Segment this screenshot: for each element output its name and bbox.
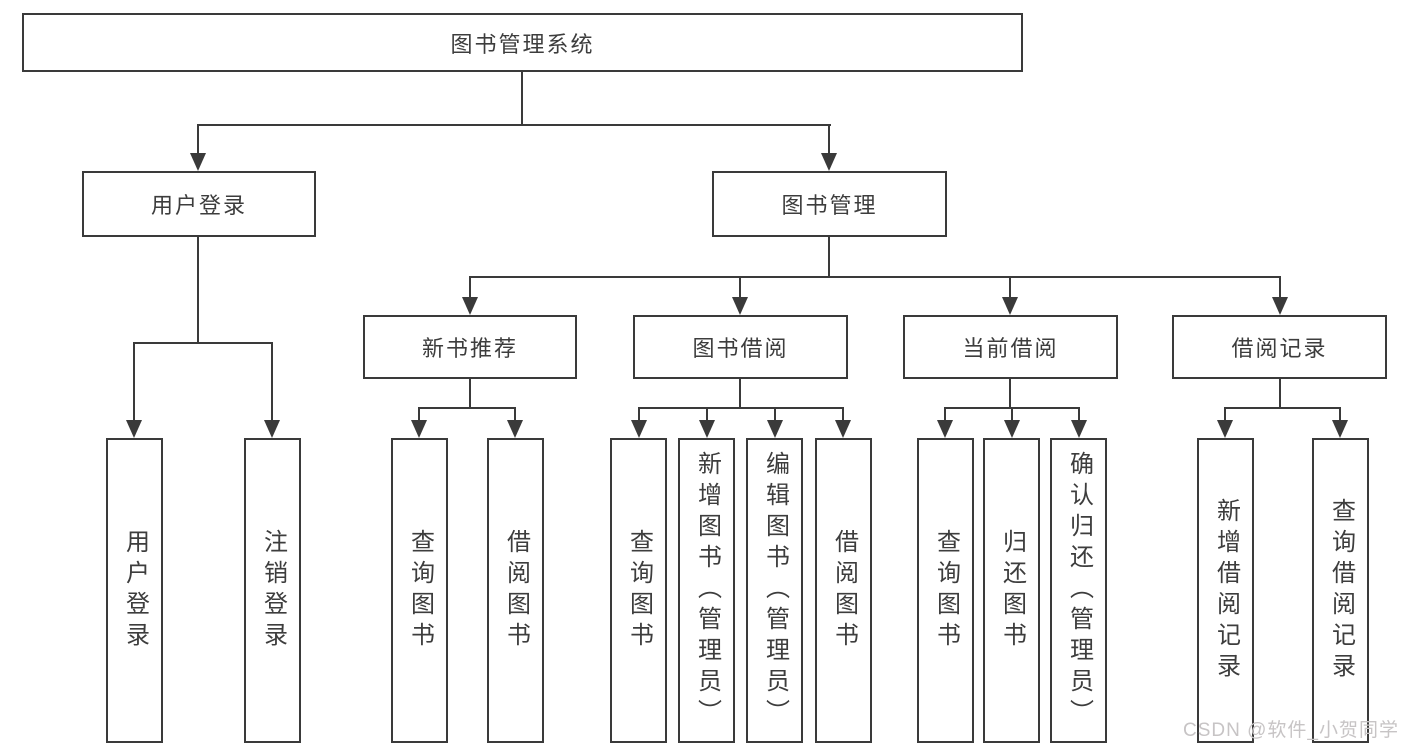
leaf-borrow-books-recommend-label: 借阅图书 bbox=[502, 528, 530, 653]
connector-drop-leaf bbox=[418, 407, 420, 420]
leaf-borrow-books-recommend: 借阅图书 bbox=[487, 438, 544, 743]
connector-recommend-branch bbox=[418, 407, 516, 409]
arrowhead-down-icon bbox=[699, 420, 715, 438]
node-library-system-label: 图书管理系统 bbox=[450, 31, 595, 57]
connector-drop-leaf bbox=[133, 342, 135, 420]
node-user-login-label: 用户登录 bbox=[150, 193, 247, 218]
node-book-management-label: 图书管理 bbox=[781, 193, 878, 218]
leaf-query-books-borrow-label: 查询图书 bbox=[625, 528, 653, 653]
arrowhead-down-icon bbox=[767, 420, 783, 438]
arrowhead-down-icon bbox=[1272, 297, 1288, 315]
connector-drop-book-mgmt bbox=[828, 124, 830, 155]
connector-drop-level3 bbox=[469, 276, 471, 297]
node-current-borrowing: 当前借阅 bbox=[903, 315, 1118, 379]
connector-login-branch bbox=[133, 342, 273, 344]
connector-recommend-stem bbox=[469, 379, 471, 407]
connector-current-stem bbox=[1009, 379, 1011, 407]
connector-drop-leaf bbox=[514, 407, 516, 420]
leaf-confirm-return-admin-label: 确认归还（管理员） bbox=[1065, 451, 1093, 730]
leaf-add-book-admin: 新增图书（管理员） bbox=[678, 438, 735, 743]
arrowhead-down-icon bbox=[1071, 420, 1087, 438]
node-borrowing-records-label: 借阅记录 bbox=[1231, 336, 1328, 361]
leaf-query-books-current: 查询图书 bbox=[917, 438, 974, 743]
connector-records-branch bbox=[1224, 407, 1341, 409]
leaf-query-books-current-label: 查询图书 bbox=[932, 528, 960, 653]
node-current-borrowing-label: 当前借阅 bbox=[962, 336, 1059, 361]
node-borrowing-records: 借阅记录 bbox=[1172, 315, 1387, 379]
arrowhead-down-icon bbox=[937, 420, 953, 438]
connector-borrow-branch bbox=[638, 407, 844, 409]
connector-drop-level3 bbox=[1279, 276, 1281, 297]
node-library-system: 图书管理系统 bbox=[22, 13, 1023, 72]
connector-drop-leaf bbox=[1078, 407, 1080, 420]
node-new-book-recommend: 新书推荐 bbox=[363, 315, 577, 379]
arrowhead-down-icon bbox=[631, 420, 647, 438]
leaf-query-borrow-record: 查询借阅记录 bbox=[1312, 438, 1369, 743]
arrowhead-down-icon bbox=[190, 153, 206, 171]
connector-drop-leaf bbox=[1339, 407, 1341, 420]
connector-drop-leaf bbox=[944, 407, 946, 420]
node-new-book-recommend-label: 新书推荐 bbox=[421, 336, 518, 361]
arrowhead-down-icon bbox=[126, 420, 142, 438]
leaf-logout: 注销登录 bbox=[244, 438, 301, 743]
connector-drop-leaf bbox=[706, 407, 708, 420]
connector-drop-leaf bbox=[842, 407, 844, 420]
connector-login-stem bbox=[197, 237, 199, 342]
connector-drop-leaf bbox=[1011, 407, 1013, 420]
csdn-watermark: CSDN @软件_小贺同学 bbox=[1183, 720, 1399, 741]
leaf-query-books-recommend-label: 查询图书 bbox=[406, 528, 434, 653]
connector-drop-user-login bbox=[197, 124, 199, 155]
connector-mgmt-stem bbox=[828, 237, 830, 276]
arrowhead-down-icon bbox=[1004, 420, 1020, 438]
connector-drop-leaf bbox=[271, 342, 273, 420]
arrowhead-down-icon bbox=[835, 420, 851, 438]
leaf-edit-book-admin-label: 编辑图书（管理员） bbox=[761, 451, 789, 730]
leaf-borrow-books-borrow-label: 借阅图书 bbox=[830, 528, 858, 653]
connector-level2-branch bbox=[197, 124, 831, 126]
leaf-edit-book-admin: 编辑图书（管理员） bbox=[746, 438, 803, 743]
leaf-query-books-recommend: 查询图书 bbox=[391, 438, 448, 743]
connector-drop-leaf bbox=[1224, 407, 1226, 420]
leaf-add-borrow-record: 新增借阅记录 bbox=[1197, 438, 1254, 743]
arrowhead-down-icon bbox=[462, 297, 478, 315]
arrowhead-down-icon bbox=[1332, 420, 1348, 438]
arrowhead-down-icon bbox=[264, 420, 280, 438]
connector-drop-level3 bbox=[1009, 276, 1011, 297]
node-user-login: 用户登录 bbox=[82, 171, 316, 237]
node-book-borrowing-label: 图书借阅 bbox=[692, 336, 789, 361]
connector-records-stem bbox=[1279, 379, 1281, 407]
leaf-return-book-label: 归还图书 bbox=[998, 528, 1026, 653]
leaf-logout-label: 注销登录 bbox=[259, 528, 287, 653]
connector-drop-leaf bbox=[638, 407, 640, 420]
leaf-return-book: 归还图书 bbox=[983, 438, 1040, 743]
arrowhead-down-icon bbox=[1002, 297, 1018, 315]
arrowhead-down-icon bbox=[1217, 420, 1233, 438]
leaf-borrow-books-borrow: 借阅图书 bbox=[815, 438, 872, 743]
leaf-query-borrow-record-label: 查询借阅记录 bbox=[1327, 497, 1355, 684]
connector-drop-leaf bbox=[774, 407, 776, 420]
node-book-management: 图书管理 bbox=[712, 171, 947, 237]
connector-borrow-stem bbox=[739, 379, 741, 407]
connector-root-stem bbox=[521, 72, 523, 124]
connector-drop-level3 bbox=[739, 276, 741, 297]
leaf-add-book-admin-label: 新增图书（管理员） bbox=[693, 451, 721, 730]
leaf-query-books-borrow: 查询图书 bbox=[610, 438, 667, 743]
arrowhead-down-icon bbox=[821, 153, 837, 171]
node-book-borrowing: 图书借阅 bbox=[633, 315, 848, 379]
arrowhead-down-icon bbox=[411, 420, 427, 438]
leaf-confirm-return-admin: 确认归还（管理员） bbox=[1050, 438, 1107, 743]
connector-level3-branch bbox=[469, 276, 1281, 278]
arrowhead-down-icon bbox=[732, 297, 748, 315]
arrowhead-down-icon bbox=[507, 420, 523, 438]
leaf-user-login: 用户登录 bbox=[106, 438, 163, 743]
leaf-add-borrow-record-label: 新增借阅记录 bbox=[1212, 497, 1240, 684]
leaf-user-login-label: 用户登录 bbox=[121, 528, 149, 653]
